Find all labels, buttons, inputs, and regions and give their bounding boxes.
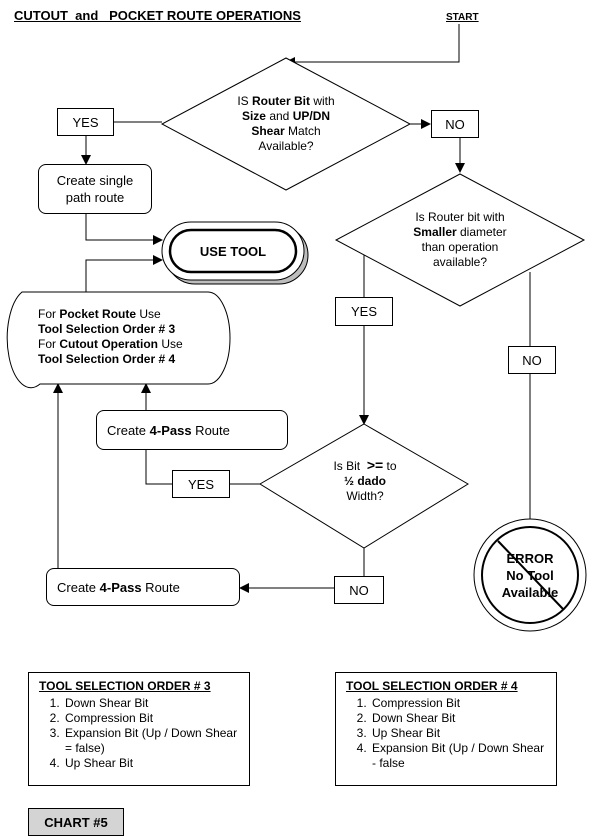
no2-box: NO [508, 346, 556, 374]
tool-selection-order-3: TOOL SELECTION ORDER # 3 Down Shear Bit … [28, 672, 250, 786]
tool-selection-order-4: TOOL SELECTION ORDER # 4 Compression Bit… [335, 672, 557, 786]
decision1-diamond [160, 57, 412, 191]
connector-note-usetool [85, 255, 163, 292]
four-pass-top-box: Create 4-Pass Route [96, 410, 288, 450]
single-path-box: Create single path route [38, 164, 152, 214]
yes1-box: YES [57, 108, 114, 136]
order4-item: Down Shear Bit [370, 711, 546, 726]
order3-heading: TOOL SELECTION ORDER # 3 [39, 679, 211, 693]
chart-label: CHART #5 [28, 808, 124, 836]
use-tool-inner [168, 228, 298, 274]
error-text: ERROR No Tool Available [501, 551, 559, 600]
start-label: START [446, 12, 479, 23]
use-tool-label: USE TOOL [199, 244, 267, 259]
order4-item: Up Shear Bit [370, 726, 546, 741]
order3-item: Down Shear Bit [63, 696, 239, 711]
decision3-text: Is Bit >= to ½ dado Width? [333, 457, 397, 504]
connector-yes3-fourpass [145, 450, 172, 485]
order4-heading: TOOL SELECTION ORDER # 4 [346, 679, 518, 693]
decision2-text: Is Router bit with Smaller diameter than… [413, 210, 507, 269]
decision1-text: IS Router Bit with Size and UP/DN Shear … [237, 94, 335, 153]
chart-title: CUTOUT and POCKET ROUTE OPERATIONS [14, 8, 301, 23]
error-slash [497, 540, 564, 610]
order3-item: Expansion Bit (Up / Down Shear = false) [63, 726, 239, 756]
pocket-note-shape [6, 291, 231, 389]
order4-item: Expansion Bit (Up / Down Shear - false [370, 741, 546, 771]
connector-start [285, 24, 460, 67]
yes3-box: YES [172, 470, 230, 498]
decision2-diamond [334, 173, 586, 307]
order3-item: Up Shear Bit [63, 756, 239, 771]
four-pass-bottom-box: Create 4-Pass Route [46, 568, 240, 606]
order3-item: Compression Bit [63, 711, 239, 726]
no1-box: NO [431, 110, 479, 138]
connector-single-usetool [85, 214, 163, 245]
order4-item: Compression Bit [370, 696, 546, 711]
no3-box: NO [334, 576, 384, 604]
yes2-box: YES [335, 297, 393, 326]
pocket-note-text: For Pocket Route Use Tool Selection Orde… [38, 307, 183, 366]
